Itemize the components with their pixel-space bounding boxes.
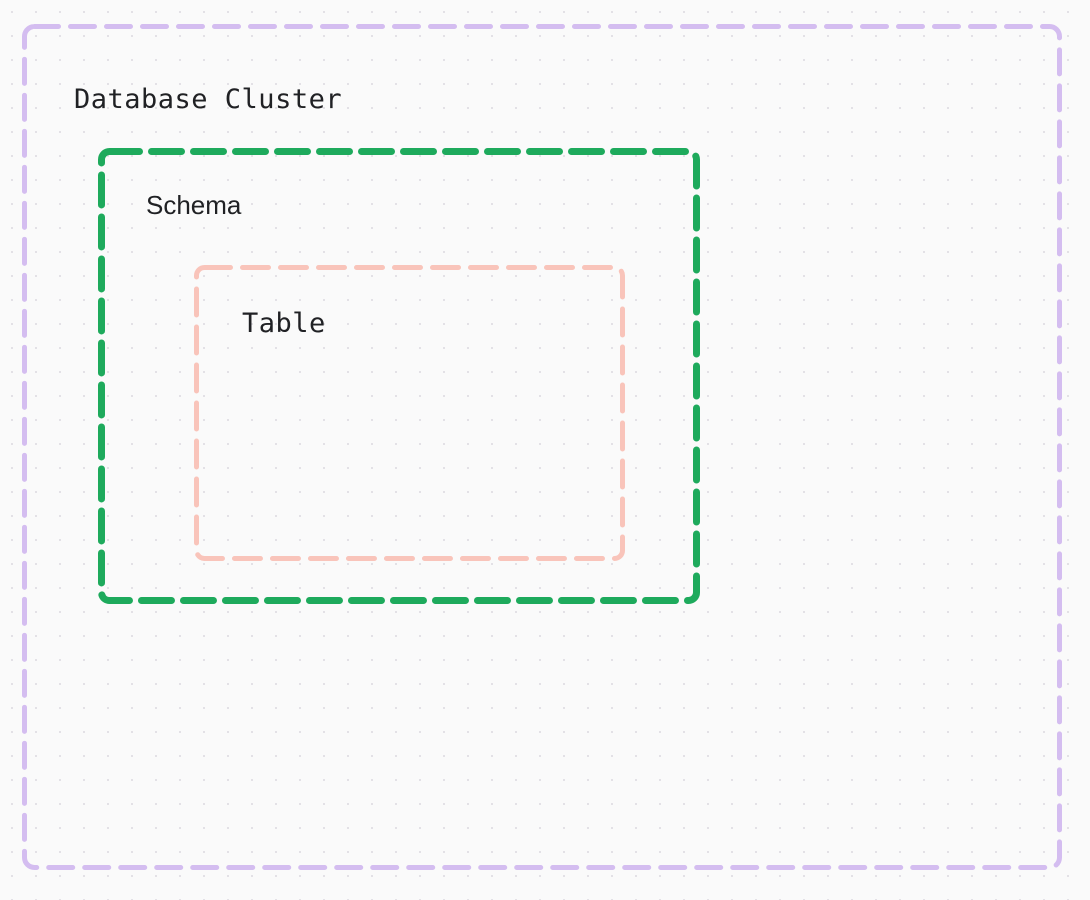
schema-label: Schema — [146, 190, 242, 220]
cluster-label: Database Cluster — [74, 84, 343, 115]
table-container[interactable]: Table — [194, 265, 625, 561]
table-label: Table — [242, 308, 326, 339]
